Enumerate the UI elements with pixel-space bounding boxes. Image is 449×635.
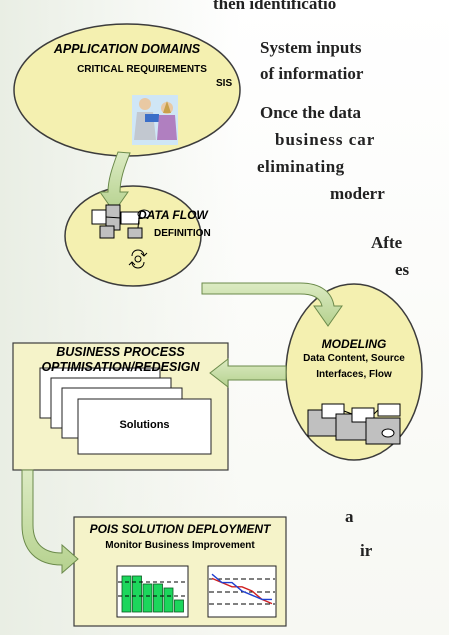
application-domains-title: APPLICATION DOMAINS <box>53 42 201 56</box>
mini-bar <box>174 599 184 613</box>
arrow-process-to-deployment <box>21 469 79 575</box>
deployment-title: POIS SOLUTION DEPLOYMENT <box>89 522 271 536</box>
mini-bar <box>153 583 163 613</box>
arrow-domains-to-dataflow <box>99 151 131 213</box>
mini-bar <box>121 575 132 613</box>
paragraph-line-10: a <box>345 507 354 526</box>
paragraph-line-7: moderr <box>330 184 385 203</box>
application-domains-line2: SIS <box>216 78 233 89</box>
mini-line-series-2 <box>211 573 272 601</box>
mini-bar <box>142 583 153 613</box>
paragraph-line-2: System inputs <box>260 38 362 57</box>
paragraph-line-9: es <box>395 260 410 279</box>
paragraph-line-5: business car <box>275 130 376 149</box>
data-flow-line1: DEFINITION <box>154 228 211 239</box>
modeling-line1: Data Content, Source <box>303 353 405 364</box>
mini-bar <box>132 575 142 613</box>
mini-line-chart <box>207 565 277 618</box>
arrow-dataflow-to-modeling <box>201 282 343 327</box>
business-process-title-2: OPTIMISATION/REDESIGN <box>41 360 200 374</box>
modeling-line2: Interfaces, Flow <box>316 369 392 380</box>
mini-bar-chart <box>116 565 189 618</box>
application-domains-line1: CRITICAL REQUIREMENTS <box>77 64 207 75</box>
modeling-diagram-icon <box>307 403 401 445</box>
paragraph-line-4: Once the data <box>260 103 362 122</box>
cycle-icon <box>128 249 148 269</box>
paragraph-line-1: then identificatio <box>213 0 337 13</box>
paragraph-line-6: eliminating <box>257 157 345 176</box>
people-icon <box>132 95 178 145</box>
paragraph-line-8: Afte <box>371 233 403 252</box>
solution-page-4 <box>77 398 212 455</box>
business-process-title-1: BUSINESS PROCESS <box>56 345 185 359</box>
arrow-modeling-to-process <box>209 357 287 389</box>
paragraph-line-11: ir <box>360 541 373 560</box>
data-flow-diagram-icon <box>91 204 151 239</box>
modeling-title: MODELING <box>321 337 387 351</box>
deployment-subtitle: Monitor Business Improvement <box>105 540 255 551</box>
paragraph-line-3: of informatior <box>260 64 364 83</box>
solutions-label: Solutions <box>119 419 170 431</box>
data-flow-title: DATA FLOW <box>138 208 208 222</box>
mini-bar <box>163 587 174 613</box>
